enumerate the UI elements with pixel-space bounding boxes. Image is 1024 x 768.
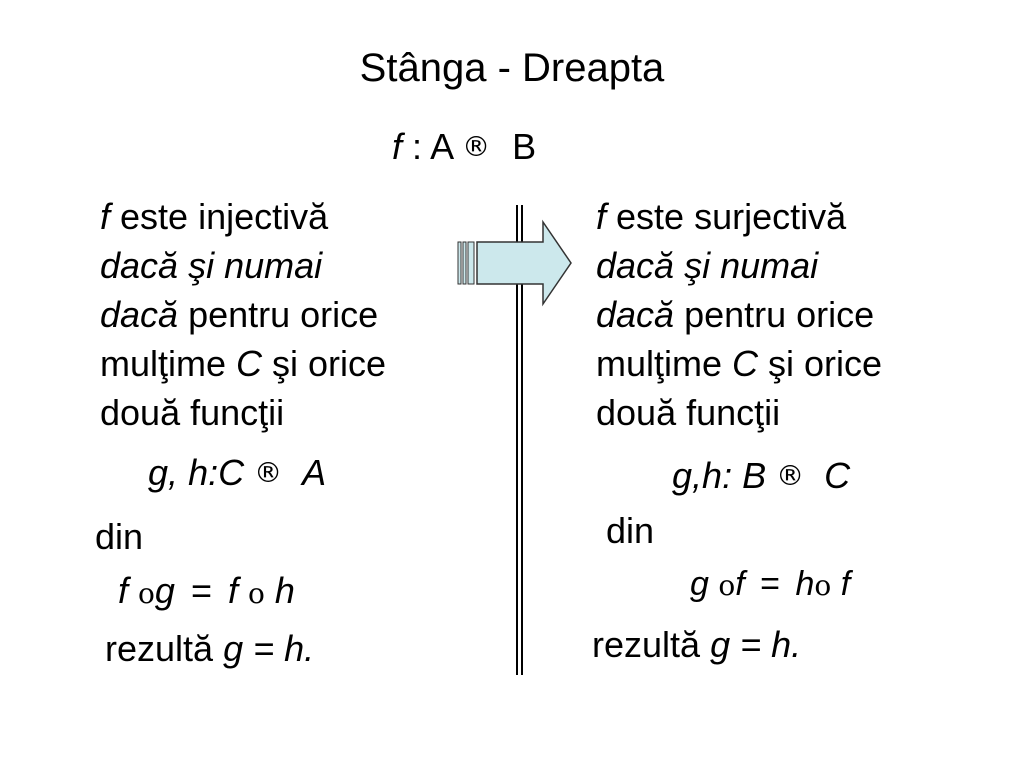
left-definition: f este injectivă dacă şi numai dacă pent… bbox=[100, 192, 386, 437]
left-functions-formula: g, h:C ® A bbox=[148, 452, 326, 494]
left-func-h: h bbox=[188, 452, 209, 493]
header-formula: f : A ® B bbox=[392, 126, 536, 168]
slide-title: Stânga - Dreapta bbox=[359, 46, 665, 90]
right-result: rezultă g = h. bbox=[592, 620, 801, 669]
right-eq-compose-1: o bbox=[718, 569, 736, 602]
right-line-1: f este surjectivă bbox=[596, 192, 882, 241]
right-line-2: dacă şi numai bbox=[596, 241, 882, 290]
left-text-2: dacă şi numai bbox=[100, 245, 323, 286]
left-func-A: A bbox=[302, 452, 327, 493]
right-arrow-icon bbox=[457, 219, 572, 307]
right-C: C bbox=[732, 343, 759, 384]
right-func-B: B bbox=[742, 455, 767, 496]
left-func-C: C bbox=[218, 452, 245, 493]
right-din: din bbox=[606, 510, 655, 551]
formula-B: B bbox=[512, 126, 537, 167]
left-line-3: dacă pentru orice bbox=[100, 290, 386, 339]
left-eq-compose-1: o bbox=[138, 577, 155, 610]
left-line-4: mulţime C şi orice bbox=[100, 339, 386, 388]
right-line-5: două funcţii bbox=[596, 388, 882, 437]
right-text-5: două funcţii bbox=[596, 392, 781, 433]
right-func-h: h bbox=[702, 455, 723, 496]
right-text-4b: şi orice bbox=[758, 343, 883, 384]
left-eq-f2: f bbox=[227, 570, 238, 611]
right-f: f bbox=[596, 196, 607, 237]
right-composition-equation: g of = ho f bbox=[690, 563, 850, 607]
right-result-eq: g = h. bbox=[710, 624, 802, 665]
left-eq-f1: f bbox=[118, 570, 129, 611]
right-definition: f este surjectivă dacă şi numai dacă pen… bbox=[596, 192, 882, 437]
left-line-1: f este injectivă bbox=[100, 192, 386, 241]
left-line-2: dacă şi numai bbox=[100, 241, 386, 290]
left-eq-g: g bbox=[154, 570, 175, 611]
right-func-colon: : bbox=[722, 455, 733, 496]
left-func-arrow-symbol: ® bbox=[254, 456, 283, 489]
left-text-4a: mulţime bbox=[100, 343, 237, 384]
left-result: rezultă g = h. bbox=[105, 624, 314, 673]
left-eq-h: h bbox=[274, 570, 295, 611]
right-func-comma: , bbox=[692, 455, 703, 496]
right-text-4a: mulţime bbox=[596, 343, 733, 384]
formula-f: f bbox=[392, 126, 403, 167]
right-eq-f1: f bbox=[735, 565, 745, 603]
formula-arrow-symbol: ® bbox=[462, 130, 491, 163]
right-text-2: dacă şi numai bbox=[596, 245, 819, 286]
left-text-5: două funcţii bbox=[100, 392, 285, 433]
left-line-5: două funcţii bbox=[100, 388, 386, 437]
right-line-3: dacă pentru orice bbox=[596, 290, 882, 339]
right-eq-f2: f bbox=[840, 565, 851, 603]
formula-colon: : bbox=[412, 126, 423, 167]
right-line-4: mulţime C şi orice bbox=[596, 339, 882, 388]
left-din: din bbox=[95, 516, 144, 557]
left-text-3a: dacă bbox=[100, 294, 179, 335]
left-text-4b: şi orice bbox=[262, 343, 387, 384]
left-result-eq: g = h. bbox=[223, 628, 315, 669]
right-text-1: este surjectivă bbox=[606, 196, 847, 237]
right-func-g: g bbox=[672, 455, 693, 496]
left-eq-equals: = bbox=[190, 570, 212, 611]
right-func-arrow-symbol: ® bbox=[776, 459, 805, 492]
left-func-comma: , bbox=[168, 452, 179, 493]
right-result-text: rezultă bbox=[592, 624, 711, 665]
right-eq-compose-2: o bbox=[814, 569, 832, 602]
formula-A: A bbox=[430, 126, 453, 167]
right-eq-h: h bbox=[795, 565, 815, 603]
right-text-3b: pentru orice bbox=[674, 294, 875, 335]
right-functions-formula: g,h: B ® C bbox=[672, 455, 850, 497]
left-f: f bbox=[100, 196, 111, 237]
left-text-3b: pentru orice bbox=[178, 294, 379, 335]
right-eq-equals: = bbox=[760, 565, 780, 603]
center-divider-line bbox=[516, 205, 518, 675]
left-func-colon: : bbox=[208, 452, 219, 493]
left-result-text: rezultă bbox=[105, 628, 224, 669]
right-func-C: C bbox=[824, 455, 851, 496]
left-func-g: g bbox=[148, 452, 169, 493]
left-text-1: este injectivă bbox=[110, 196, 329, 237]
right-eq-g: g bbox=[690, 565, 709, 603]
left-C: C bbox=[236, 343, 263, 384]
right-text-3a: dacă bbox=[596, 294, 675, 335]
center-divider-line-2 bbox=[521, 205, 523, 675]
left-eq-compose-2: o bbox=[248, 577, 265, 610]
left-composition-equation: f og = f o h bbox=[118, 570, 295, 615]
